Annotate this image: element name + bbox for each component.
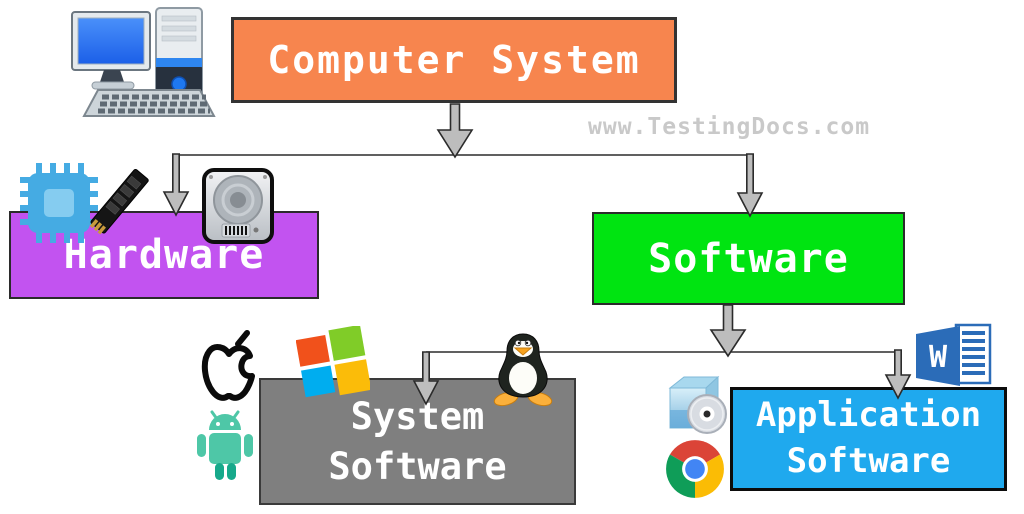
connector-arrow-icon bbox=[436, 103, 474, 159]
android-icon bbox=[197, 410, 253, 480]
connector-arrow-icon bbox=[884, 349, 912, 400]
tree-lines bbox=[176, 154, 898, 353]
connector-arrow-icon bbox=[412, 351, 440, 406]
connector-arrow-icon bbox=[162, 153, 190, 217]
desktop-computer-icon bbox=[71, 7, 216, 117]
node-computer-system-label: Computer System bbox=[267, 38, 641, 82]
tux-icon bbox=[493, 333, 553, 407]
node-application-software-label-line1: Application bbox=[755, 395, 982, 436]
software-box-icon bbox=[668, 375, 727, 434]
node-system-software-label-line2: Software bbox=[328, 444, 507, 488]
word-icon: W bbox=[916, 323, 992, 386]
connector-arrow-icon bbox=[736, 153, 764, 218]
chrome-icon bbox=[666, 440, 724, 498]
watermark-text: www.TestingDocs.com bbox=[588, 114, 871, 140]
node-application-software-label-line2: Software bbox=[786, 441, 951, 481]
ram-icon bbox=[89, 168, 149, 235]
node-computer-system: Computer System bbox=[231, 17, 677, 103]
connector-arrow-icon bbox=[709, 304, 747, 358]
node-application-software: Application Software bbox=[730, 387, 1007, 491]
node-software-label: Software bbox=[648, 235, 849, 282]
apple-icon bbox=[201, 330, 255, 401]
node-system-software-label-line1: System bbox=[350, 394, 485, 438]
node-system-software: System Software bbox=[259, 378, 576, 505]
windows-icon bbox=[296, 326, 370, 398]
svg-text:W: W bbox=[929, 340, 948, 375]
cpu-icon bbox=[20, 163, 98, 243]
hdd-icon bbox=[202, 168, 274, 244]
